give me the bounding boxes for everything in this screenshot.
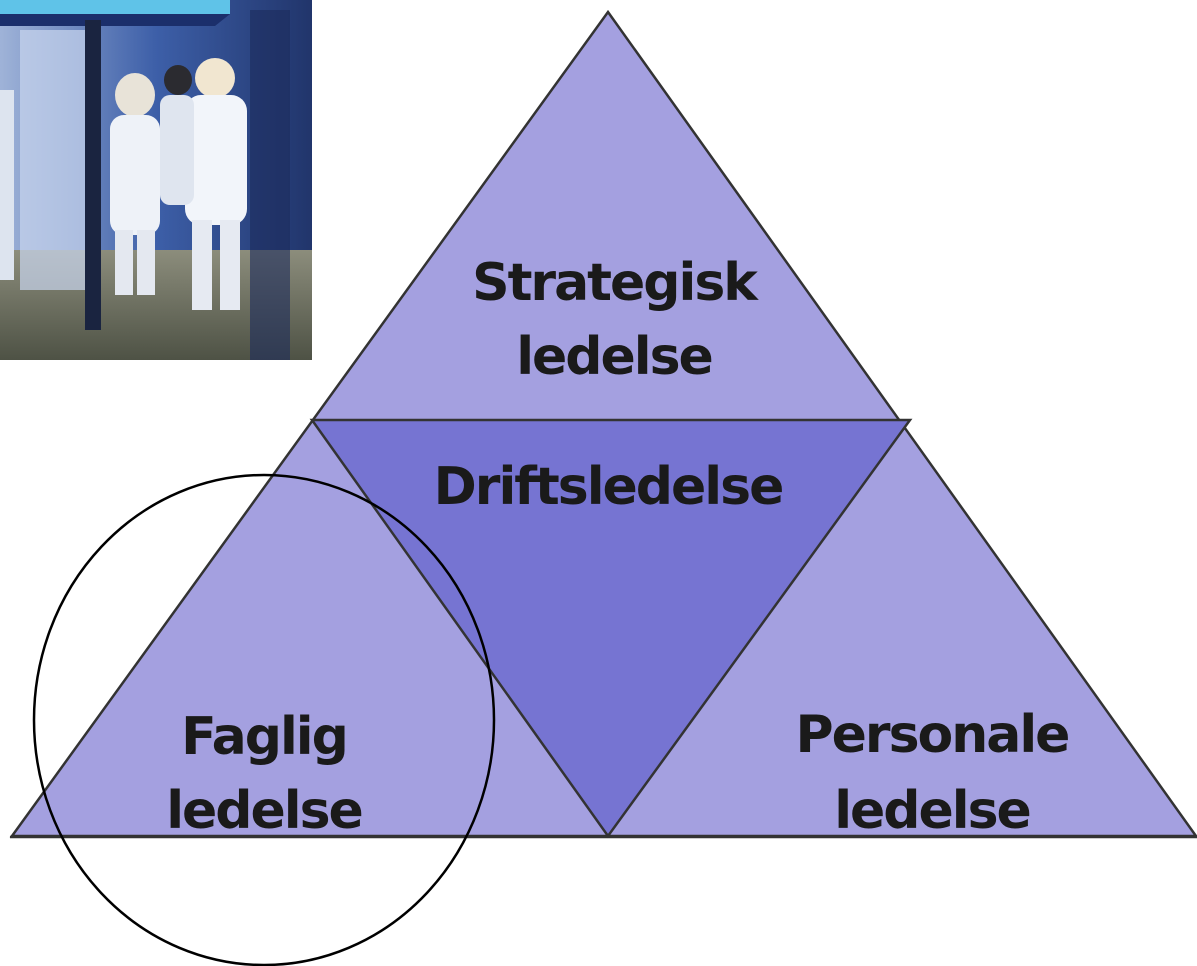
center-inverted-triangle	[309, 418, 913, 839]
top-section-label-line2: ledelse	[516, 327, 712, 387]
right-section-label-line2: ledelse	[834, 781, 1030, 841]
left-section-label-line2: ledelse	[166, 781, 362, 841]
hospital-staff-photo	[0, 0, 312, 360]
highlight-circle	[32, 473, 496, 966]
right-section-label-line1: Personale	[796, 705, 1069, 765]
center-section-label: Driftsledelse	[434, 457, 783, 517]
top-section-label-line1: Strategisk	[472, 253, 759, 313]
left-section-label-line1: Faglig	[181, 707, 347, 767]
